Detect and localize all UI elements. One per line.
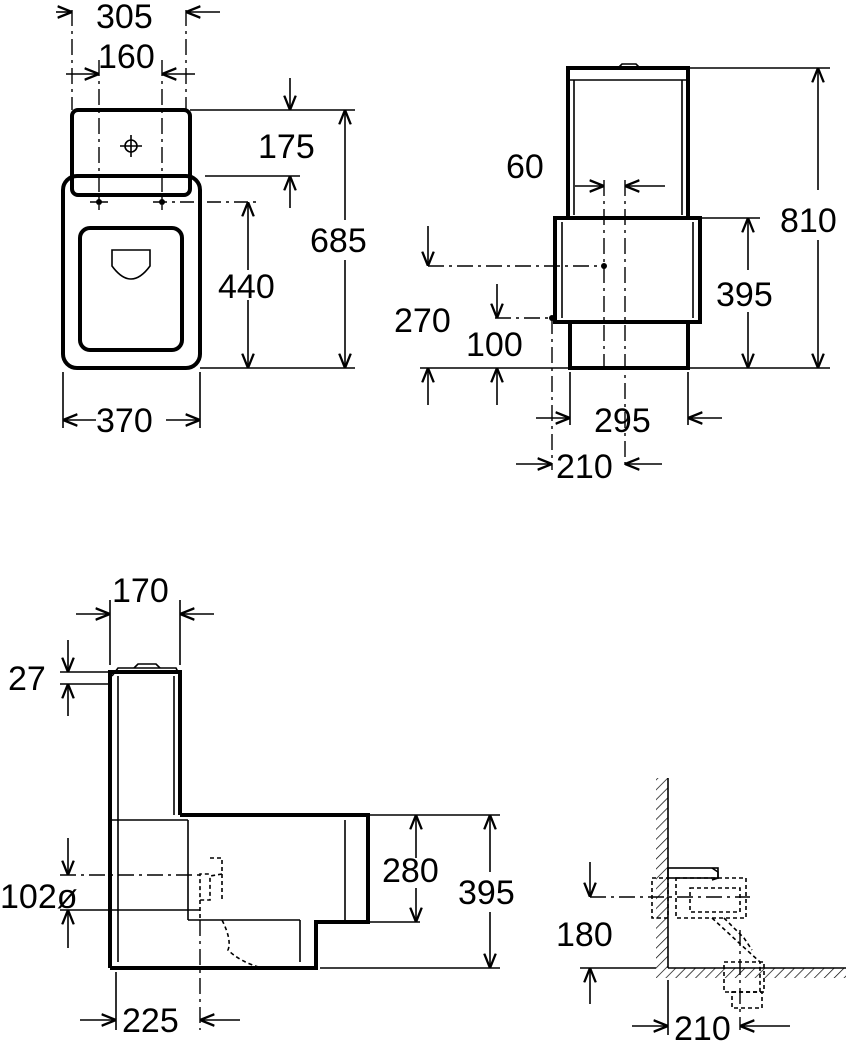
trap-path (199, 857, 223, 901)
side-view: 60 810 395 270 100 295 210 (394, 63, 837, 486)
dim-170: 170 (112, 572, 169, 610)
dim-395-front: 395 (458, 874, 515, 912)
dim-295: 295 (594, 402, 651, 440)
dim-180: 180 (556, 916, 613, 954)
wall-hatch (656, 778, 668, 968)
tank-side (566, 66, 690, 220)
dim-305: 305 (96, 0, 153, 36)
dim-102-diameter: 102ø (0, 878, 78, 916)
dim-175: 175 (258, 128, 315, 166)
front-view: 170 27 102ø 280 395 225 (0, 572, 515, 1040)
dim-100: 100 (466, 326, 523, 364)
dim-440: 440 (218, 268, 275, 306)
dim-685: 685 (310, 222, 367, 260)
floor-hatch (656, 968, 846, 978)
dim-27: 27 (8, 660, 46, 698)
dim-370: 370 (96, 402, 153, 440)
bowl-hole (111, 249, 151, 280)
dim-270: 270 (394, 302, 451, 340)
seat-opening (78, 226, 184, 352)
dim-810: 810 (780, 202, 837, 240)
dim-210-side: 210 (556, 448, 613, 486)
dim-280: 280 (382, 852, 439, 890)
dim-160: 160 (98, 38, 155, 76)
bowl-front (110, 813, 370, 970)
tank-front (108, 670, 182, 968)
dim-210-detail: 210 (674, 1010, 731, 1043)
bowl-outline (61, 174, 202, 370)
base-side (568, 320, 690, 370)
top-view: 305 160 175 440 685 370 (56, 0, 367, 440)
bowl-side (553, 216, 702, 324)
dim-395-side: 395 (716, 276, 773, 314)
detail-view: 180 210 (556, 778, 846, 1043)
dim-60: 60 (506, 148, 544, 186)
tank-outline (70, 108, 192, 197)
dim-225: 225 (122, 1002, 179, 1040)
